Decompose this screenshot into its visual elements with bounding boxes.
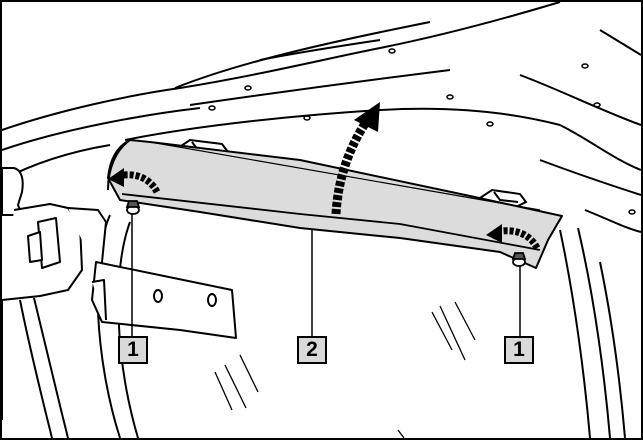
glass-reflections	[214, 301, 476, 439]
clip-left	[125, 200, 141, 215]
lift-arrow-icon	[331, 102, 380, 215]
rotate-arrow-icon	[108, 168, 161, 194]
door-hinge-plate	[91, 261, 237, 339]
callout-1-left: 1	[118, 336, 148, 364]
clip-right	[511, 252, 527, 267]
callout-2: 2	[297, 336, 327, 364]
roof-rivets	[208, 48, 636, 215]
left-pillar	[1, 167, 107, 439]
leader-lines	[131, 214, 521, 336]
callout-1-right: 1	[504, 336, 534, 364]
rotate-arrow-icon	[486, 224, 541, 250]
